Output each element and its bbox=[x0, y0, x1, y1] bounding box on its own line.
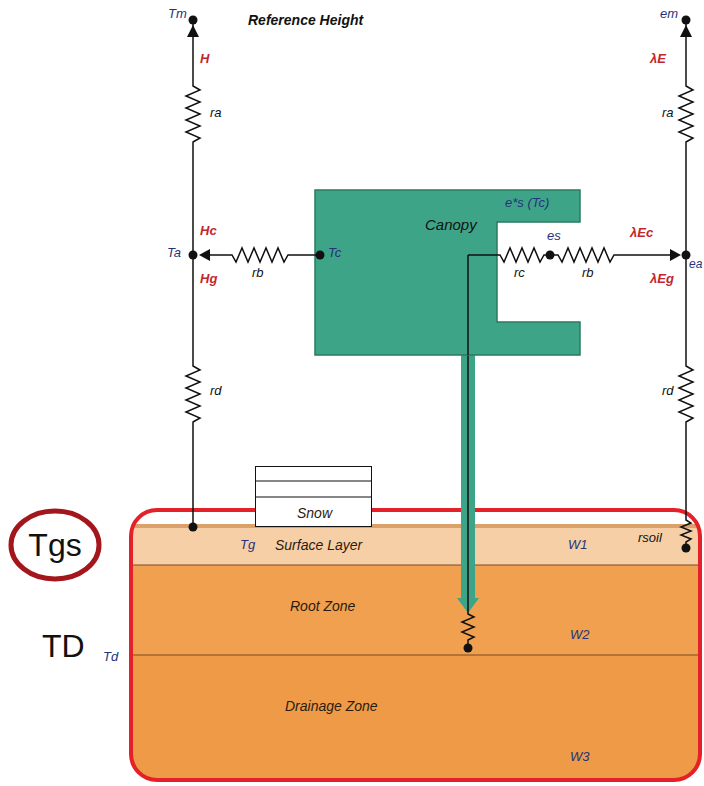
soil-water-label: W1 bbox=[568, 538, 588, 553]
reference-height-label: Reference Height bbox=[248, 12, 363, 28]
resistance-label: rsoil bbox=[638, 531, 662, 546]
canopy-xylem-wire bbox=[467, 255, 469, 355]
stem-wire bbox=[467, 355, 469, 565]
deep-temperature-label: TD bbox=[42, 628, 85, 665]
flux-label: Hc bbox=[200, 224, 217, 239]
arrowheads bbox=[187, 25, 692, 261]
root-stem-connector bbox=[468, 355, 469, 565]
junction-dot bbox=[189, 16, 198, 25]
temperature-label: Tg bbox=[240, 538, 255, 553]
resistance-label: rd bbox=[210, 384, 222, 399]
junction-dot bbox=[316, 251, 325, 260]
circle-ring bbox=[11, 511, 99, 579]
soil-layer: Root ZoneW2 bbox=[133, 565, 698, 655]
root-resistor bbox=[462, 565, 474, 648]
soil-layer: Drainage ZoneW3 bbox=[133, 655, 698, 778]
sensible-heat-wire bbox=[186, 20, 200, 527]
flux-label: λEg bbox=[650, 272, 674, 287]
vapor-pressure-label: e*s (Tc) bbox=[505, 196, 549, 211]
vapor-pressure-label: es bbox=[547, 229, 561, 244]
resistance-label: rb bbox=[252, 266, 264, 281]
soil-layer: Tg Surface Layer W1 bbox=[133, 527, 698, 565]
snow-layer-line bbox=[256, 480, 371, 481]
canopy-shape: CanopyTc e*s (Tc) bbox=[315, 190, 580, 355]
flux-label: Hg bbox=[200, 272, 217, 287]
flux-label: λE bbox=[650, 52, 666, 67]
highlight-circle: Tgs bbox=[8, 508, 102, 582]
canopy-vapor-wire bbox=[550, 248, 671, 262]
arrowhead bbox=[680, 25, 692, 37]
soil-water-label: W2 bbox=[570, 628, 590, 643]
resistance-label: rc bbox=[514, 266, 525, 281]
resistance-label: rd bbox=[662, 384, 674, 399]
snow-name: Snow bbox=[297, 505, 332, 521]
junction-dot bbox=[546, 251, 555, 260]
vapor-pressure-label: ea bbox=[689, 258, 702, 272]
junction-dot bbox=[682, 544, 691, 553]
junction-dot bbox=[682, 251, 691, 260]
stem-tube bbox=[461, 355, 475, 565]
junction-dot bbox=[189, 523, 198, 532]
resistance-label: rb bbox=[582, 266, 594, 281]
snow-layer-line bbox=[256, 496, 371, 497]
vapor-pressure-label: em bbox=[660, 7, 678, 22]
temperature-label: Tc bbox=[328, 246, 341, 261]
ground-temperature-label: Tgs bbox=[28, 527, 81, 564]
latent-heat-wire bbox=[679, 20, 693, 548]
soil-fill bbox=[131, 524, 700, 780]
junction-dot bbox=[464, 644, 473, 653]
layer-name: Root Zone bbox=[290, 598, 355, 614]
temperature-label: Tm bbox=[168, 7, 187, 22]
flux-label: H bbox=[200, 52, 209, 67]
wire-group bbox=[186, 20, 693, 548]
flux-label: λEc bbox=[630, 226, 653, 241]
temperature-label: Td bbox=[103, 650, 118, 665]
junction-dot bbox=[189, 251, 198, 260]
soil-water-label: W3 bbox=[570, 750, 590, 765]
junction-dot bbox=[682, 16, 691, 25]
nodes-dots bbox=[189, 16, 691, 653]
layer-name: Drainage Zone bbox=[285, 698, 378, 714]
resistance-label: ra bbox=[210, 106, 222, 121]
canopy-outline bbox=[315, 190, 580, 355]
canopy-heat-wire bbox=[209, 248, 320, 262]
arrowhead bbox=[187, 25, 199, 37]
arrowhead bbox=[670, 249, 681, 261]
temperature-label: Ta bbox=[167, 246, 181, 261]
highlight-outline bbox=[131, 510, 700, 780]
resistance-label: ra bbox=[662, 106, 674, 121]
arrowhead bbox=[199, 249, 210, 261]
canopy-name: Canopy bbox=[425, 216, 477, 233]
layer-name: Surface Layer bbox=[275, 537, 362, 553]
stomatal-wire bbox=[468, 248, 550, 262]
snow-layers bbox=[256, 481, 371, 497]
canopy-fill bbox=[315, 190, 580, 355]
